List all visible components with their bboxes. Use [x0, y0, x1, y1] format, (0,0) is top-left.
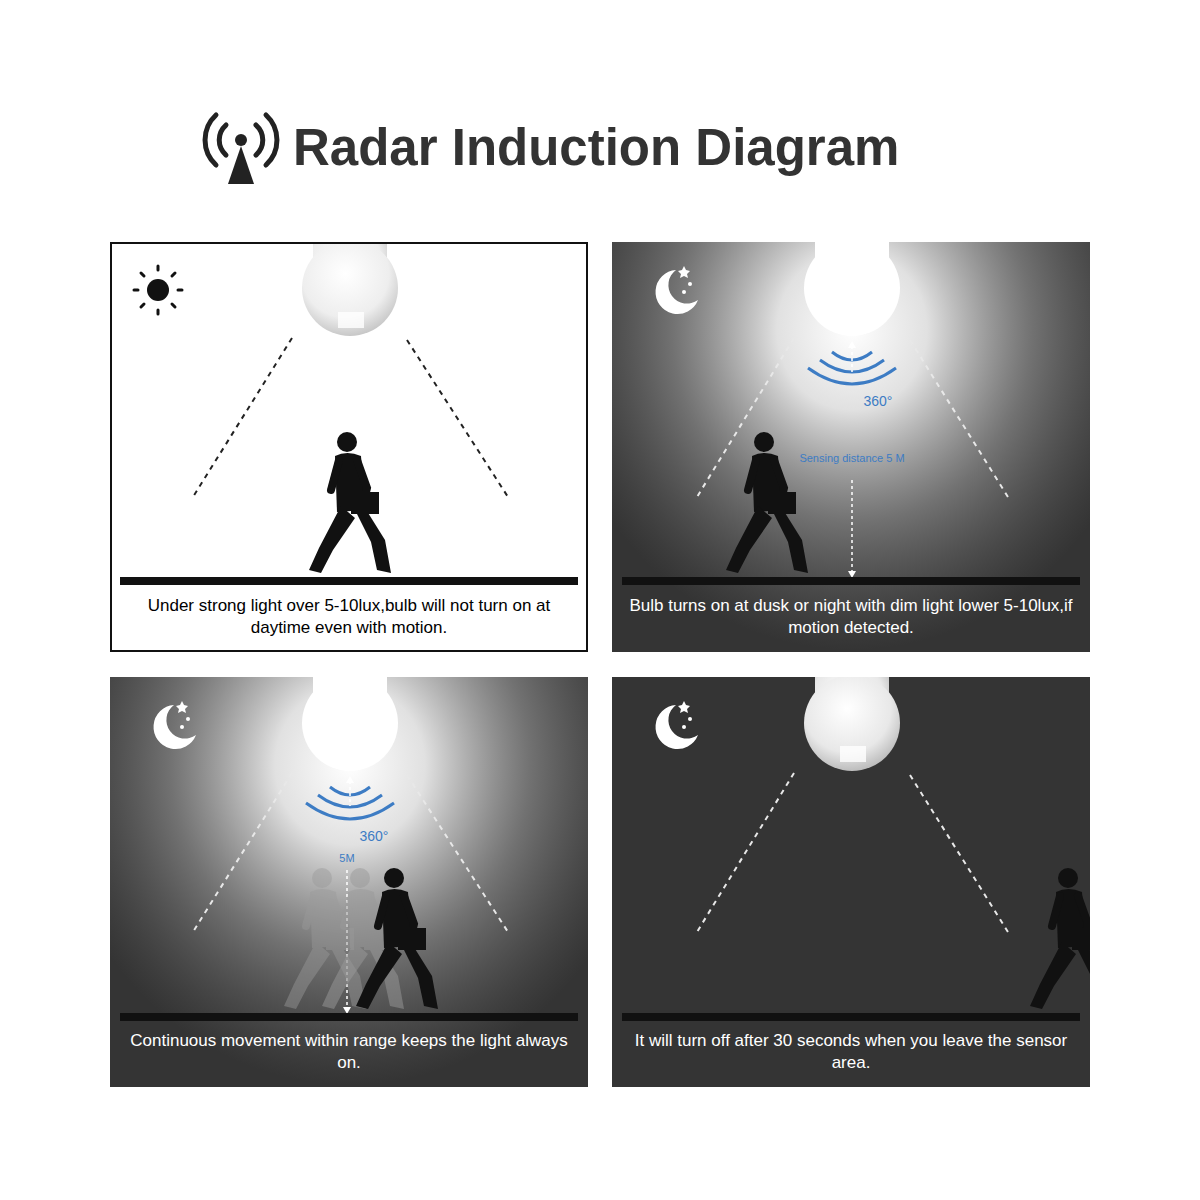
angle-label: 360° — [344, 828, 404, 845]
night-on-scene — [612, 242, 1090, 652]
day-scene — [110, 242, 588, 652]
distance-label: Sensing distance 5 M — [797, 451, 907, 465]
angle-label: 360° — [848, 393, 908, 410]
night-off-scene — [612, 677, 1090, 1087]
scene-panel: It will turn off after 30 seconds when y… — [612, 677, 1090, 1087]
diagram-title: Radar Induction Diagram — [293, 118, 899, 177]
panel-caption: Under strong light over 5-10lux,bulb wil… — [120, 595, 578, 639]
scene-panel: Under strong light over 5-10lux,bulb wil… — [110, 242, 588, 652]
scene-panel: Bulb turns on at dusk or night with dim … — [612, 242, 1090, 652]
radar-icon — [205, 115, 277, 184]
night-motion-scene — [110, 677, 588, 1087]
panel-caption: Bulb turns on at dusk or night with dim … — [622, 595, 1080, 639]
distance-label: 5M — [322, 851, 372, 865]
panel-caption: It will turn off after 30 seconds when y… — [622, 1030, 1080, 1074]
scene-panel: Continuous movement within range keeps t… — [110, 677, 588, 1087]
panel-caption: Continuous movement within range keeps t… — [120, 1030, 578, 1074]
